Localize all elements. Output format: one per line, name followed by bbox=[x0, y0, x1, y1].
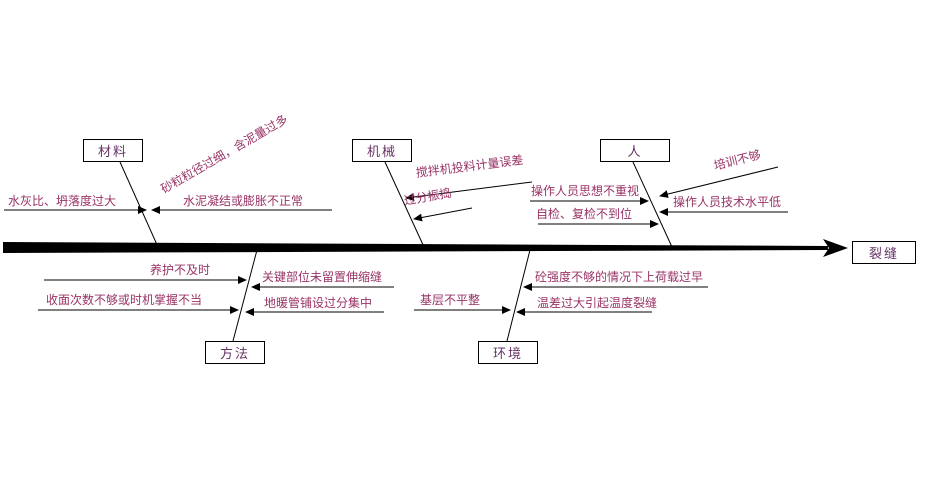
effect-label: 裂缝 bbox=[868, 247, 899, 262]
cause-label-method-0: 养护不及时 bbox=[150, 263, 211, 277]
cause-arrow-machine-1 bbox=[413, 207, 473, 222]
cause-label-environment-2: 温差过大引起温度裂缝 bbox=[537, 296, 658, 310]
category-label-method: 方法 bbox=[219, 347, 250, 362]
category-box-method: 方法 bbox=[205, 341, 265, 364]
cause-label-method-1: 收面次数不够或时机掌握不当 bbox=[46, 293, 203, 307]
cause-arrow-people-0 bbox=[659, 166, 779, 198]
category-label-people: 人 bbox=[627, 145, 643, 160]
cause-label-people-2: 操作人员技术水平低 bbox=[673, 195, 782, 209]
category-box-machine: 机械 bbox=[352, 139, 412, 162]
bone-people bbox=[632, 161, 673, 248]
bone-machine bbox=[384, 161, 425, 248]
category-label-environment: 环境 bbox=[492, 347, 523, 362]
cause-label-people-1: 操作人员思想不重视 bbox=[531, 184, 640, 198]
category-box-people: 人 bbox=[600, 139, 670, 162]
category-label-machine: 机械 bbox=[366, 145, 397, 160]
category-label-material: 材料 bbox=[97, 145, 128, 160]
cause-label-people-3: 自检、复检不到位 bbox=[536, 207, 633, 221]
bone-environment bbox=[506, 249, 531, 342]
spine bbox=[3, 242, 828, 253]
spine-arrowhead bbox=[823, 239, 848, 257]
category-box-environment: 环境 bbox=[478, 341, 538, 364]
bone-material bbox=[119, 161, 159, 248]
category-box-material: 材料 bbox=[83, 139, 143, 162]
cause-label-method-3: 地暖管铺设过分集中 bbox=[264, 296, 373, 310]
cause-label-method-2: 关键部位未留置伸缩缝 bbox=[262, 270, 383, 284]
cause-label-material-0: 水灰比、坍落度过大 bbox=[8, 194, 117, 208]
effect-box: 裂缝 bbox=[852, 241, 916, 264]
cause-arrow-machine-0 bbox=[405, 181, 533, 201]
cause-label-environment-1: 砼强度不够的情况下上荷载过早 bbox=[535, 270, 704, 284]
bone-method bbox=[232, 249, 258, 342]
cause-label-environment-0: 基层不平整 bbox=[420, 293, 481, 307]
cause-label-material-1: 水泥凝结或膨胀不正常 bbox=[183, 194, 304, 208]
